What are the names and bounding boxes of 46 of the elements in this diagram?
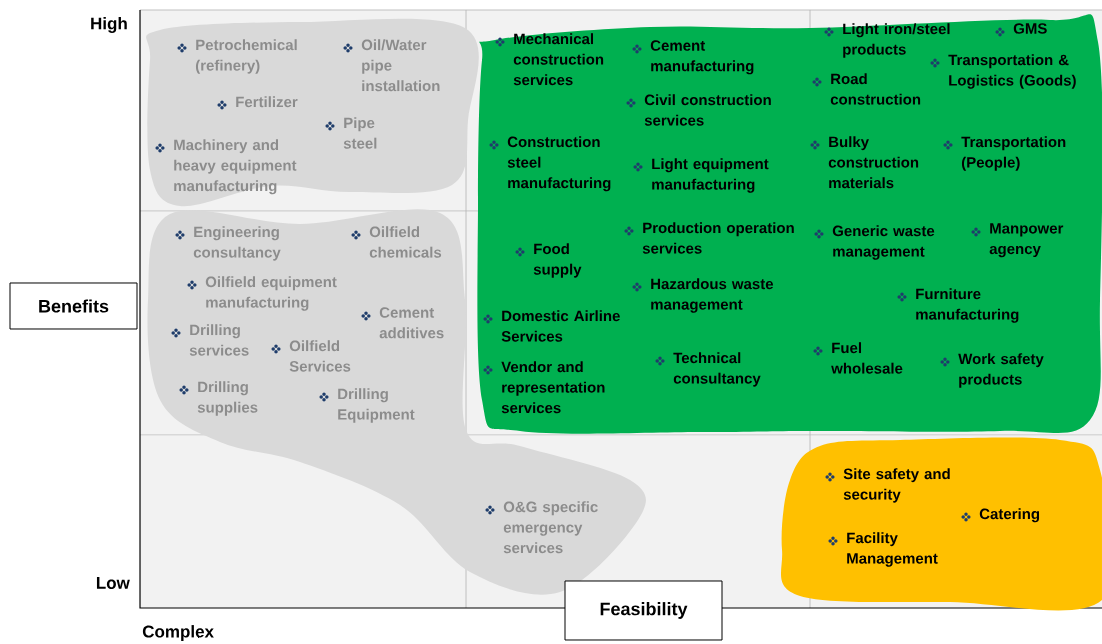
item-text: Cement manufacturing: [650, 40, 754, 75]
axis-label-box: Benefits: [9, 282, 138, 330]
item-text: Oilfield chemicals: [369, 226, 442, 258]
item-text: Work safety products: [958, 353, 1044, 388]
item-text: Oilfield equipment manufacturing: [205, 276, 337, 311]
item-text: Generic waste management: [832, 225, 935, 260]
item-text: Technical consultancy: [673, 352, 761, 387]
item-text: Fuel wholesale: [831, 342, 903, 374]
item-text: Facility Management: [847, 532, 938, 567]
item-text: Vendor and representation services: [501, 361, 605, 414]
item-text: Drilling supplies: [197, 381, 258, 416]
item-text: Light equipment manufacturing: [652, 158, 769, 193]
item-text: Hazardous waste management: [651, 278, 774, 313]
item-text: Manpower agency: [989, 223, 1064, 258]
item-text: Drilling services: [189, 324, 249, 356]
item-text: Transportation & Logistics (Goods): [948, 54, 1076, 89]
item-text: Machinery and heavy equipment manufacturing: [174, 139, 297, 195]
item-text: Catering: [979, 508, 1040, 523]
item-text: Oilfield Services: [289, 340, 351, 372]
item-text: Site safety and security: [843, 468, 950, 503]
item-text: Furniture manufacturing: [916, 288, 1019, 323]
item-text: Fertilizer: [236, 96, 298, 108]
item-text: Engineering consultancy: [193, 226, 281, 261]
item-text: Road construction: [830, 73, 921, 105]
region-blob: [477, 14, 1102, 434]
item-text: Oil/Water pipe installation: [361, 39, 440, 92]
item-text: Transportation (People): [961, 136, 1066, 171]
item-text: GMS: [1013, 23, 1047, 34]
axis-label: High: [91, 17, 127, 33]
item-text: Bulky construction materials: [828, 136, 919, 189]
item-text: Civil construction services: [644, 94, 771, 126]
region-blob: [781, 437, 1102, 611]
axis-label: Complex: [142, 625, 214, 641]
item-text: Food supply: [533, 243, 582, 278]
region-blob: [146, 18, 479, 207]
item-text: Petrochemical (refinery): [195, 39, 297, 74]
item-text: O&G specific emergency services: [503, 501, 598, 554]
item-text: Cement additives: [379, 307, 444, 339]
item-text: Mechanical construction services: [513, 33, 604, 86]
item-text: Drilling Equipment: [338, 388, 415, 423]
item-text: Construction steel manufacturing: [507, 136, 611, 192]
item-text: Production operation services: [642, 222, 794, 254]
axis-label: Low: [96, 577, 130, 589]
item-text: Domestic Airline Services: [501, 310, 620, 342]
axis-label-box: Feasibility: [564, 580, 723, 641]
item-text: Pipe steel: [343, 117, 377, 149]
